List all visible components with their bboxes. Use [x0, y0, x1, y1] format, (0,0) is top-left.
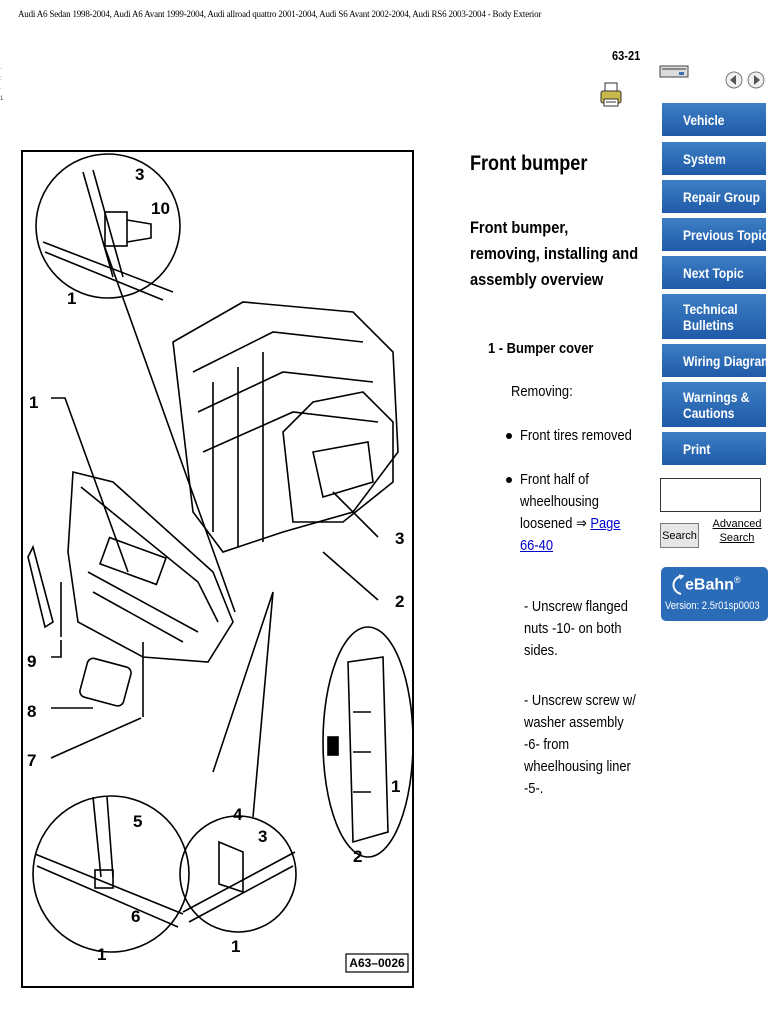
nav-button-technical-bulletins[interactable]: Technical Bulletins	[662, 294, 766, 340]
figure-id-label: A63–0026	[349, 956, 405, 970]
search-input[interactable]	[660, 478, 761, 512]
nav-button-vehicle[interactable]: Vehicle	[662, 103, 766, 137]
callout-label: 6	[131, 907, 140, 926]
nav-button-wiring-diagrams[interactable]: Wiring Diagrams	[662, 344, 768, 378]
search-button[interactable]: Search	[660, 523, 699, 548]
ebahn-name: eBahn®	[685, 575, 741, 594]
toolbar-icon[interactable]	[659, 64, 689, 80]
step-item: - Unscrew flanged nuts -10- on both side…	[524, 598, 628, 659]
advanced-search-link[interactable]: Advanced Search	[712, 518, 762, 544]
ebahn-version: Version: 2.5r01sp0003	[665, 600, 760, 612]
page-number: 63-21	[612, 48, 641, 63]
callout-label: 4	[233, 805, 243, 824]
callout-label: 7	[27, 751, 36, 770]
item-heading: 1 - Bumper cover	[488, 340, 594, 357]
callout-label: 1	[67, 289, 76, 308]
bumper-exploded-diagram: 3 10 1 1 9 8 7 3 2 1 2 5 6 1 4 3 1 A63–0…	[21, 150, 414, 988]
callout-label: 5	[133, 812, 142, 831]
callout-label: 9	[27, 652, 36, 671]
page-title: Front bumper	[470, 152, 588, 175]
callout-label: 1	[29, 393, 38, 412]
printer-icon[interactable]	[600, 82, 622, 108]
bullet-item: Front half of wheelhousing loosened ⇒ Pa…	[520, 469, 628, 557]
back-arrow-icon[interactable]	[725, 71, 743, 89]
ebahn-logo: eBahn® Version: 2.5r01sp0003	[661, 567, 768, 621]
arrow-icon: ⇒	[575, 515, 587, 532]
callout-label: 2	[353, 847, 362, 866]
removing-label: Removing:	[511, 383, 573, 400]
page-link[interactable]: Page 66-40	[520, 515, 621, 554]
callout-label: 8	[27, 702, 36, 721]
callout-label: 3	[135, 165, 144, 184]
nav-button-previous-topic[interactable]: Previous Topic	[662, 218, 768, 252]
nav-button-print[interactable]: Print	[662, 432, 766, 466]
nav-button-warnings-cautions[interactable]: Warnings & Cautions	[662, 382, 766, 428]
bullet-text: Front half of wheelhousing loosened	[520, 471, 599, 532]
forward-arrow-icon[interactable]	[747, 71, 765, 89]
ebahn-swoosh-icon	[672, 574, 685, 595]
callout-label: 1	[231, 937, 240, 956]
bullet-dot	[506, 433, 512, 439]
callout-label: 3	[258, 827, 267, 846]
step-item: - Unscrew screw w/ washer assembly -6- f…	[524, 692, 636, 797]
bullet-dot	[506, 477, 512, 483]
edge-marks: ·:·1	[0, 66, 4, 102]
callout-label: 10	[151, 199, 170, 218]
nav-button-system[interactable]: System	[662, 142, 766, 176]
document-title: Audi A6 Sedan 1998-2004, Audi A6 Avant 1…	[18, 9, 542, 19]
callout-label: 3	[395, 529, 404, 548]
callout-label: 2	[395, 592, 404, 611]
page-subtitle: Front bumper, removing, installing and a…	[470, 218, 639, 289]
bullet-item: Front tires removed	[520, 427, 632, 444]
diagram-drawing: 3 10 1 1 9 8 7 3 2 1 2 5 6 1 4 3 1	[27, 153, 412, 973]
nav-button-next-topic[interactable]: Next Topic	[662, 256, 766, 290]
nav-button-repair-group[interactable]: Repair Group	[662, 180, 766, 214]
callout-label: 1	[97, 945, 106, 964]
callout-label: 1	[391, 777, 400, 796]
